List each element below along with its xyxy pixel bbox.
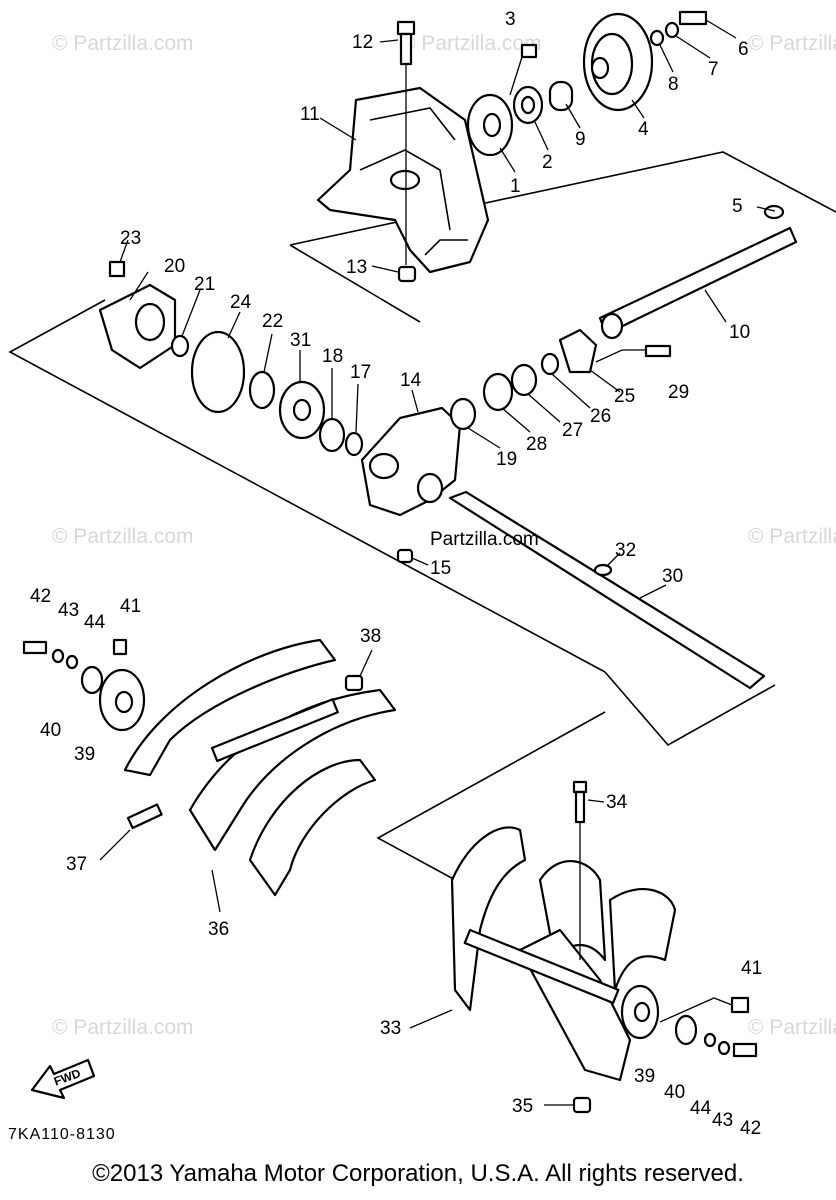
gearbox-cover-set: [98, 260, 364, 457]
callout-4: 4: [638, 119, 649, 140]
watermark: © Partzilla.com: [52, 525, 194, 548]
watermark: © Partzilla.com: [748, 32, 836, 55]
callout-20: 20: [164, 256, 185, 277]
right-auger: [450, 780, 758, 1114]
callout-43-right: 43: [712, 1110, 733, 1131]
callout-38: 38: [360, 626, 381, 647]
callout-36: 36: [208, 919, 229, 940]
bolt-12: [396, 20, 416, 265]
callout-37: 37: [66, 854, 87, 875]
callout-41-left: 41: [120, 596, 141, 617]
callout-8: 8: [668, 74, 679, 95]
callout-44-right: 44: [690, 1098, 712, 1119]
callout-15: 15: [430, 558, 451, 579]
callout-27: 27: [562, 420, 583, 441]
fwd-arrow-icon: FWD: [30, 1058, 96, 1100]
callout-6: 6: [738, 39, 749, 60]
callout-32: 32: [615, 540, 636, 561]
copyright-notice: ©2013 Yamaha Motor Corporation, U.S.A. A…: [92, 1160, 744, 1187]
watermark: © Partzilla.com: [748, 525, 836, 548]
callout-29: 29: [668, 382, 689, 403]
callout-39-right: 39: [634, 1066, 655, 1087]
callout-5: 5: [732, 196, 743, 217]
callout-26: 26: [590, 406, 611, 427]
callout-30: 30: [662, 566, 683, 587]
callout-22: 22: [262, 311, 283, 332]
callout-14: 14: [400, 370, 422, 391]
callout-17: 17: [350, 362, 371, 383]
callout-25: 25: [614, 386, 635, 407]
callout-7: 7: [708, 59, 719, 80]
callout-leaders: [99, 19, 776, 1106]
watermark: © Partzilla.com: [400, 32, 542, 55]
callout-23: 23: [120, 228, 141, 249]
callout-31: 31: [290, 330, 311, 351]
watermark: © Partzilla.com: [52, 32, 194, 55]
callout-35: 35: [512, 1096, 533, 1117]
callout-19: 19: [496, 449, 517, 470]
callout-41-right: 41: [741, 958, 762, 979]
callout-2: 2: [542, 152, 553, 173]
callout-34: 34: [606, 792, 628, 813]
left-auger: [22, 638, 397, 897]
nut-13: [397, 265, 417, 283]
drive-shaft: [598, 204, 798, 340]
callout-18: 18: [322, 346, 343, 367]
callout-40-left: 40: [40, 720, 61, 741]
callout-42-right: 42: [740, 1118, 761, 1139]
partzilla-url: Partzilla.com: [430, 529, 539, 550]
callout-21: 21: [194, 274, 215, 295]
callout-12: 12: [352, 32, 373, 53]
callout-42-left: 42: [30, 586, 51, 607]
callout-11: 11: [300, 104, 320, 125]
callout-43-left: 43: [58, 600, 79, 621]
callout-10: 10: [729, 322, 750, 343]
callout-28: 28: [526, 434, 547, 455]
watermark-group: © Partzilla.com © Partzilla.com © Partzi…: [52, 32, 836, 1039]
pulley-assembly: [466, 10, 708, 157]
callout-33: 33: [380, 1018, 401, 1039]
callout-40-right: 40: [664, 1082, 685, 1103]
shaft-bearings-right: [449, 328, 672, 431]
callout-9: 9: [575, 129, 586, 150]
watermark: © Partzilla.com: [52, 1016, 194, 1039]
lower-gear-case: [360, 406, 462, 564]
watermark: © Partzilla.com: [748, 1016, 836, 1039]
callout-labels: 12 3 6 7 8 11 9 4 2 1 5 23 20 13 21 24 2…: [30, 9, 762, 1139]
drawing-code: 7KA110-8130: [8, 1126, 116, 1143]
callout-24: 24: [230, 292, 252, 313]
auger-shaft: [448, 490, 766, 690]
callout-3: 3: [505, 9, 516, 30]
upper-gear-case: [316, 86, 490, 274]
callout-13: 13: [346, 257, 367, 278]
callout-1: 1: [510, 176, 521, 197]
callout-39-left: 39: [74, 744, 95, 765]
callout-44-left: 44: [84, 612, 106, 633]
